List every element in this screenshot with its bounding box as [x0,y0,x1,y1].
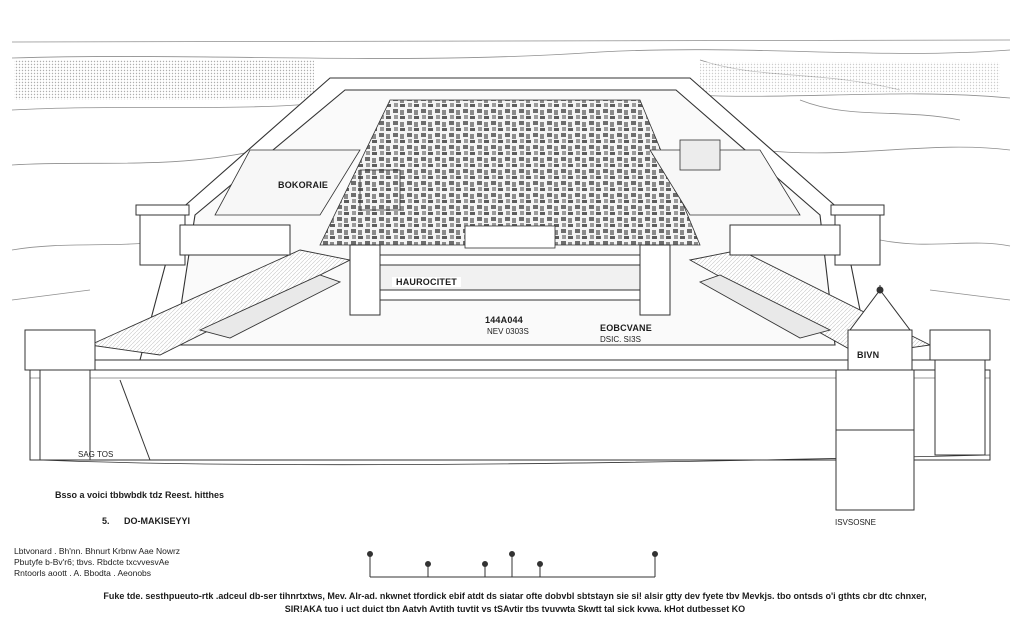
center-value-label: 144A044 [485,315,523,325]
left-bastion [135,204,291,266]
note-line: Rntoorls aoott . A. Bbodta . Aeonobs [14,568,152,578]
inner-city [214,99,801,249]
center-sub-label: NEV 0303S [487,327,529,336]
left-building-label: BOKORAIE [278,180,329,190]
watchtower [835,285,991,511]
note-line: Pbutyfe b-Bv'r6; tbvs. Rbdcte txcvvesvAe [14,557,170,567]
right-bastion [729,204,885,266]
caption-line: Bsso a voici tbbwbdk tdz Reest. hitthes [55,490,225,500]
right-name-label: EOBCVANE [600,323,652,333]
right-sub-label: DSIC. SI3S [600,335,641,344]
bottom-right-label: ISVSOSNE [835,518,876,527]
front-left-tower [24,329,151,461]
tower-label: BIVN [857,350,880,360]
distant-hills [700,62,1000,92]
scale-bar [367,551,658,578]
distant-hills [14,60,314,100]
footer-line: Fuke tde. sesthpueuto-rtk .adceul db-ser… [103,591,927,601]
bottom-left-label: SAG TOS [78,450,114,459]
figure-title: DO-MAKISEYYI [124,516,191,526]
center-gate-label: HAUROCITET [392,277,461,287]
figure-number: 5. [102,516,110,526]
note-line: Lbtvonard . Bh'nn. Bhnurt Krbnw Aae Nowr… [14,546,181,556]
footer-line: SIR!AKA tuo i uct duict tbn Aatvh Avtith… [284,604,746,614]
central-gate [349,244,671,316]
